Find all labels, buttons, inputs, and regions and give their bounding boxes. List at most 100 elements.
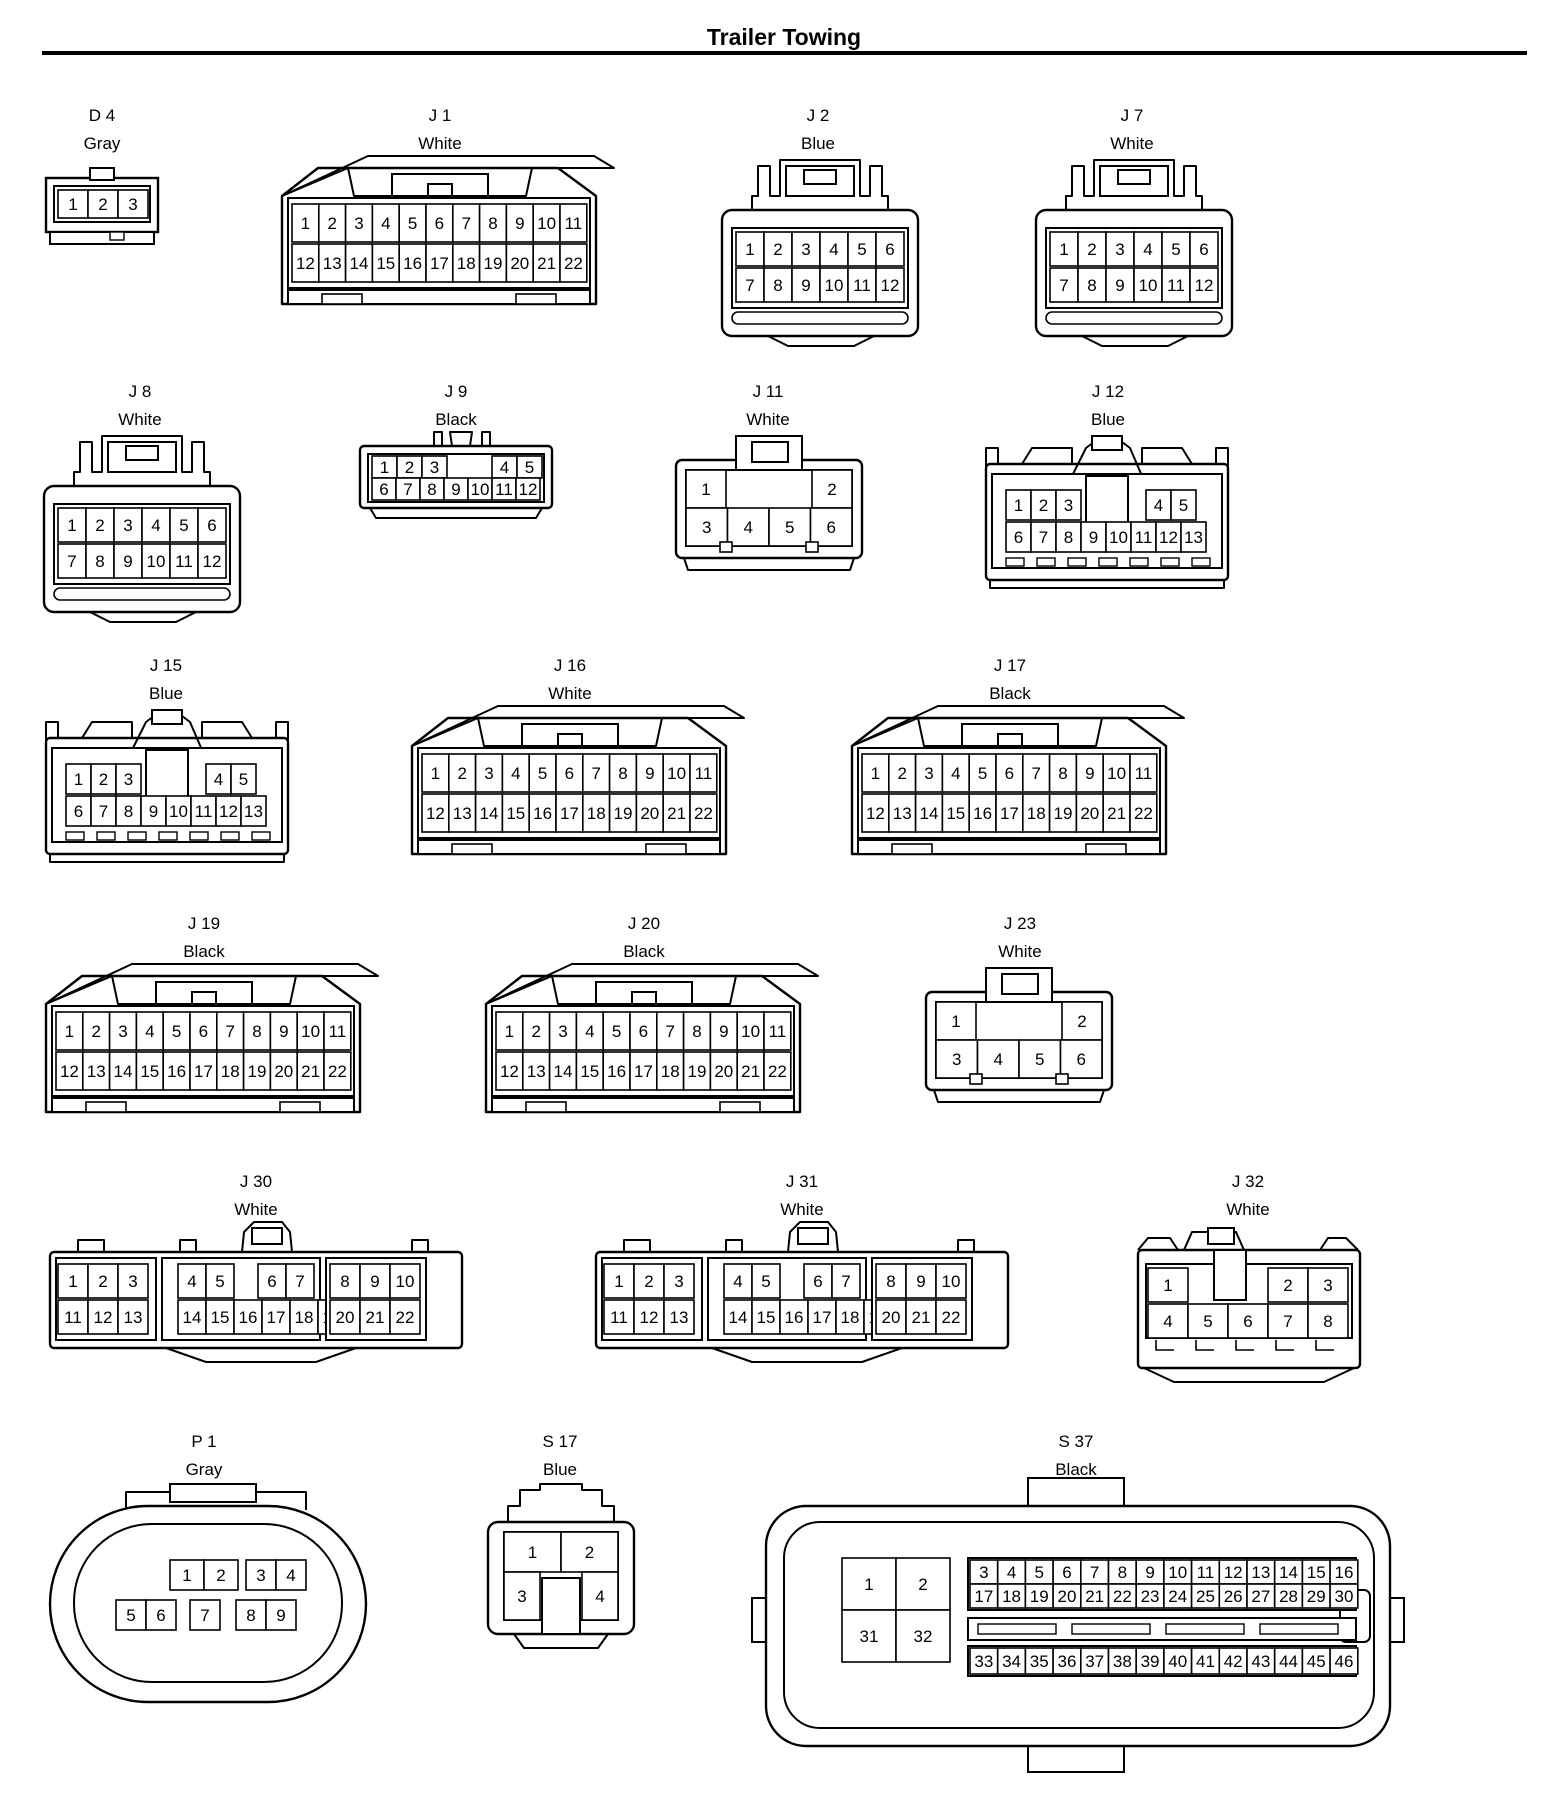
pin-number: 15	[376, 254, 395, 273]
connector-color: White	[746, 410, 790, 429]
pin-number: 1	[701, 480, 710, 499]
pin-cell: 3	[1307, 1267, 1349, 1303]
pin-number: 36	[1057, 1652, 1076, 1671]
pin-number: 18	[1002, 1587, 1021, 1606]
pin-cell: 35	[1024, 1647, 1054, 1675]
pin-number: 18	[841, 1308, 860, 1327]
pin-number: 7	[225, 1022, 234, 1041]
pin-cell: 12	[1155, 521, 1182, 553]
pin-number: 1	[614, 1272, 623, 1291]
pin-number: 9	[370, 1272, 379, 1291]
pin-number: 9	[1115, 276, 1124, 295]
pin-number: 21	[1107, 804, 1126, 823]
pin-cell: 8	[1055, 521, 1082, 553]
pin-cell: 1	[169, 1559, 205, 1591]
pin-cell: 17	[425, 243, 454, 283]
pin-cell: 13	[447, 793, 477, 833]
pin-number: 12	[203, 552, 222, 571]
pin-number: 33	[974, 1652, 993, 1671]
pin-number: 12	[640, 1308, 659, 1327]
pin-cell: 8	[608, 753, 638, 793]
pin-number: 19	[614, 804, 633, 823]
pin-cell: 9	[1075, 753, 1104, 793]
pin-number: 9	[719, 1022, 728, 1041]
pin-number: 12	[219, 802, 238, 821]
pin-number: 6	[565, 764, 574, 783]
pin-cell: 10	[662, 753, 691, 793]
pin-cell: 2	[90, 763, 117, 795]
pin-cell: 11	[559, 203, 588, 243]
pin-cell: 1	[57, 1263, 89, 1299]
pin-cell: 16	[602, 1051, 631, 1091]
pin-cell: 9	[265, 1599, 297, 1631]
pin-number: 13	[323, 254, 342, 273]
pin-cell: 20	[1052, 1583, 1082, 1609]
pin-cell: 6	[875, 231, 905, 267]
connector-id: J 12	[1091, 382, 1125, 401]
pin-cell: 5	[1018, 1039, 1062, 1079]
pin-number: 15	[1307, 1563, 1326, 1582]
pin-number: 18	[295, 1308, 314, 1327]
pin-number: 5	[1203, 1312, 1212, 1331]
pin-cell: 11	[57, 1299, 89, 1335]
pin-number: 9	[801, 276, 810, 295]
pin-number: 39	[1141, 1652, 1160, 1671]
pin-cell: 2	[1267, 1267, 1309, 1303]
pin-cell: 20	[709, 1051, 738, 1091]
pin-cell: 7	[1049, 267, 1079, 303]
pin-number: 21	[366, 1308, 385, 1327]
pin-cell: 21	[662, 793, 691, 833]
connector-id: J 11	[752, 382, 784, 401]
pin-number: 2	[405, 458, 414, 477]
pin-cell: 1	[935, 1001, 977, 1041]
pin-number: 17	[560, 804, 579, 823]
pin-number: 15	[506, 804, 525, 823]
pin-cell: 6	[257, 1263, 287, 1299]
pin-number: 41	[1196, 1652, 1215, 1671]
pin-cell: 4	[941, 753, 971, 793]
pin-number: 1	[1014, 496, 1023, 515]
connector-color: Blue	[1090, 410, 1126, 429]
pin-cell: 13	[317, 243, 347, 283]
connector-color: Black	[989, 684, 1031, 703]
pin-cell: 5	[1161, 231, 1191, 267]
pin-number: 17	[634, 1062, 653, 1081]
pin-cell: 9	[140, 795, 167, 827]
pin-cell: 1	[57, 507, 87, 543]
pin-cell: 1	[55, 1011, 84, 1051]
pin-number: 3	[952, 1050, 961, 1069]
pin-number: 1	[1163, 1276, 1172, 1295]
pin-number: 11	[175, 552, 193, 571]
connector-color: White	[118, 410, 162, 429]
pin-number: 29	[1307, 1587, 1326, 1606]
pin-cell: 7	[57, 543, 87, 579]
pin-number: 5	[172, 1022, 181, 1041]
pin-cell: 22	[763, 1051, 792, 1091]
pin-number: 8	[886, 1272, 895, 1291]
pin-number: 7	[461, 214, 470, 233]
pin-number: 4	[829, 240, 838, 259]
pin-cell: 4	[819, 231, 849, 267]
pin-number: 9	[916, 1272, 925, 1291]
pin-number: 9	[1085, 764, 1094, 783]
pin-cell: 18	[656, 1051, 685, 1091]
pin-number: 16	[239, 1308, 258, 1327]
pin-number: 2	[327, 214, 336, 233]
pin-number: 5	[239, 770, 248, 789]
pin-number: 17	[1000, 804, 1019, 823]
pin-cell: 14	[548, 1051, 578, 1091]
pin-number: 7	[1090, 1563, 1099, 1582]
connector-id: P 1	[191, 1432, 217, 1451]
pin-cell: 4	[575, 1011, 605, 1051]
pin-cell: 7	[1022, 753, 1051, 793]
pin-cell: 7	[452, 203, 481, 243]
pin-number: 14	[480, 804, 499, 823]
pin-number: 1	[951, 1012, 960, 1031]
pin-number: 2	[216, 1566, 225, 1585]
title-rule	[42, 51, 1527, 55]
pin-number: 2	[91, 1022, 100, 1041]
pin-number: 5	[179, 516, 188, 535]
pin-cell: 12	[515, 477, 541, 501]
